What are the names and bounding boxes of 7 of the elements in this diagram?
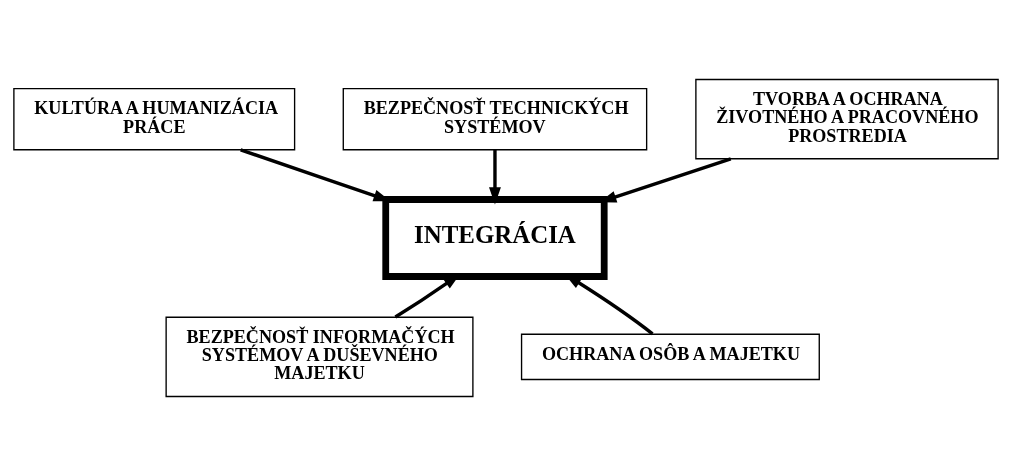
- node-box: TVORBA A OCHRANA ŽIVOTNÉHO A PRACOVNÉHO PROSTREDIA: [695, 78, 999, 159]
- node-box: INTEGRÁCIA: [382, 195, 608, 280]
- node-box: OCHRANA OSÔB A MAJETKU: [520, 333, 820, 380]
- node-box: KULTÚRA A HUMANIZÁCIA PRÁCE: [13, 87, 296, 150]
- node-box: BEZPEČNOSŤ TECHNICKÝCH SYSTÉMOV: [342, 87, 648, 150]
- arrow: [489, 149, 501, 204]
- node-box: BEZPEČNOSŤ INFORMAČÝCH SYSTÉMOV A DUŠEVNÉHO MAJETKU: [165, 316, 474, 397]
